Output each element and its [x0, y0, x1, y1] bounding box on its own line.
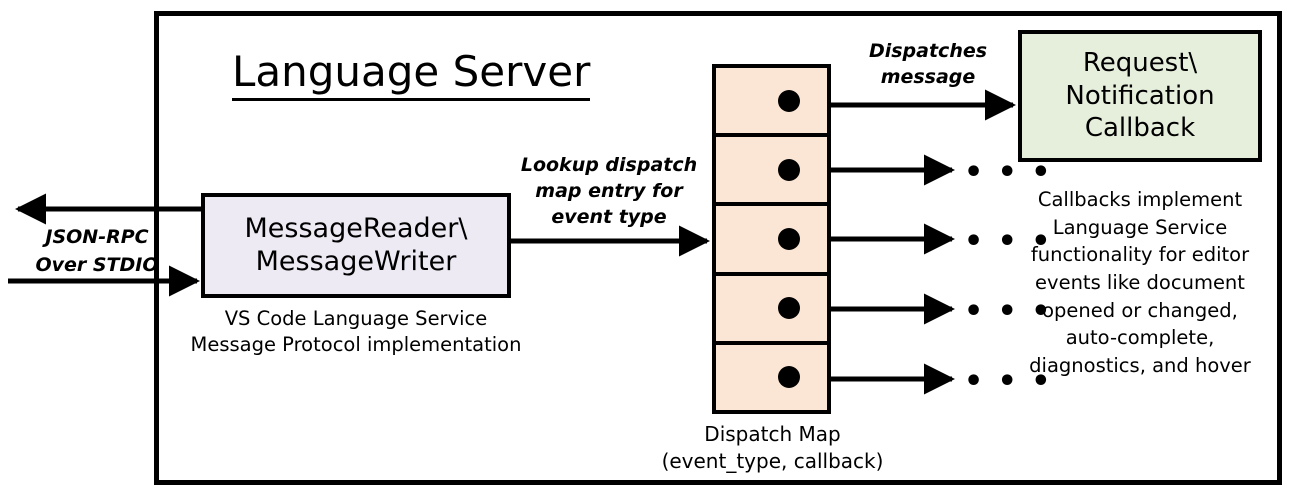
- dispatches-label-line-2: message: [880, 66, 976, 89]
- language-server-boundary: [154, 11, 1282, 485]
- message-caption-line-1: VS Code Language Service: [224, 307, 488, 330]
- dispatch-map-row[interactable]: [716, 68, 827, 138]
- callback-caption-line-3: functionality for editor: [1030, 243, 1250, 267]
- request-notification-callback-box[interactable]: Request\ Notification Callback: [1018, 30, 1262, 162]
- callback-box-caption: Callbacks implement Language Service fun…: [1009, 186, 1271, 380]
- callback-pointer-dot-icon: [778, 366, 800, 389]
- dispatch-caption-line-1: Dispatch Map: [704, 422, 841, 446]
- callback-caption-line-4: events like document: [1035, 271, 1245, 295]
- dispatch-map-row[interactable]: [716, 206, 827, 276]
- message-box-caption: VS Code Language Service Message Protoco…: [186, 306, 526, 359]
- callback-pointer-dot-icon: [778, 228, 800, 250]
- message-box-line-1: MessageReader\: [244, 212, 468, 244]
- dispatch-map-row[interactable]: [716, 137, 827, 207]
- dispatch-map-row[interactable]: [716, 345, 827, 410]
- message-caption-line-2: Message Protocol implementation: [190, 333, 522, 357]
- stdio-transport-label: JSON-RPC Over STDIO: [22, 224, 172, 279]
- dispatch-caption-line-2: (event_type, callback): [661, 449, 884, 473]
- callback-caption-line-2: Language Service: [1052, 215, 1228, 239]
- ellipsis-row-5: • • •: [964, 364, 1053, 399]
- message-reader-writer-box[interactable]: MessageReader\ MessageWriter: [201, 193, 511, 298]
- lookup-dispatch-label: Lookup dispatch map entry for event type: [516, 152, 702, 231]
- lookup-label-line-3: event type: [551, 206, 667, 229]
- callback-caption-line-5: opened or changed,: [1042, 298, 1238, 322]
- page-title: Language Server: [232, 47, 591, 101]
- callback-caption-line-7: diagnostics, and hover: [1029, 354, 1251, 378]
- callback-pointer-dot-icon: [778, 297, 800, 320]
- dispatch-map-row[interactable]: [716, 276, 827, 345]
- page-title-text: Language Server: [232, 47, 591, 101]
- callback-box-line-2: Notification: [1065, 80, 1215, 111]
- callback-pointer-dot-icon: [778, 158, 800, 181]
- ellipsis-row-4: • • •: [964, 294, 1053, 329]
- ellipsis-row-2: • • •: [964, 155, 1053, 190]
- dispatches-label-line-1: Dispatches: [868, 40, 988, 62]
- stdio-label-line-1: JSON-RPC: [45, 226, 149, 248]
- lookup-label-line-2: map entry for: [535, 180, 683, 203]
- ellipsis-row-3: • • •: [964, 224, 1053, 259]
- callback-caption-line-1: Callbacks implement: [1037, 188, 1243, 211]
- dispatch-map-caption: Dispatch Map (event_type, callback): [640, 421, 905, 475]
- stdio-label-line-2: Over STDIO: [35, 253, 159, 276]
- callback-pointer-dot-icon: [778, 89, 800, 112]
- callback-box-line-3: Callback: [1084, 113, 1196, 144]
- message-box-line-2: MessageWriter: [255, 245, 457, 277]
- dispatches-message-label: Dispatches message: [838, 38, 1018, 90]
- lookup-label-line-1: Lookup dispatch: [520, 154, 698, 176]
- dispatch-map-table[interactable]: [712, 64, 831, 414]
- callback-box-line-1: Request\: [1082, 48, 1198, 79]
- callback-caption-line-6: auto-complete,: [1065, 326, 1215, 350]
